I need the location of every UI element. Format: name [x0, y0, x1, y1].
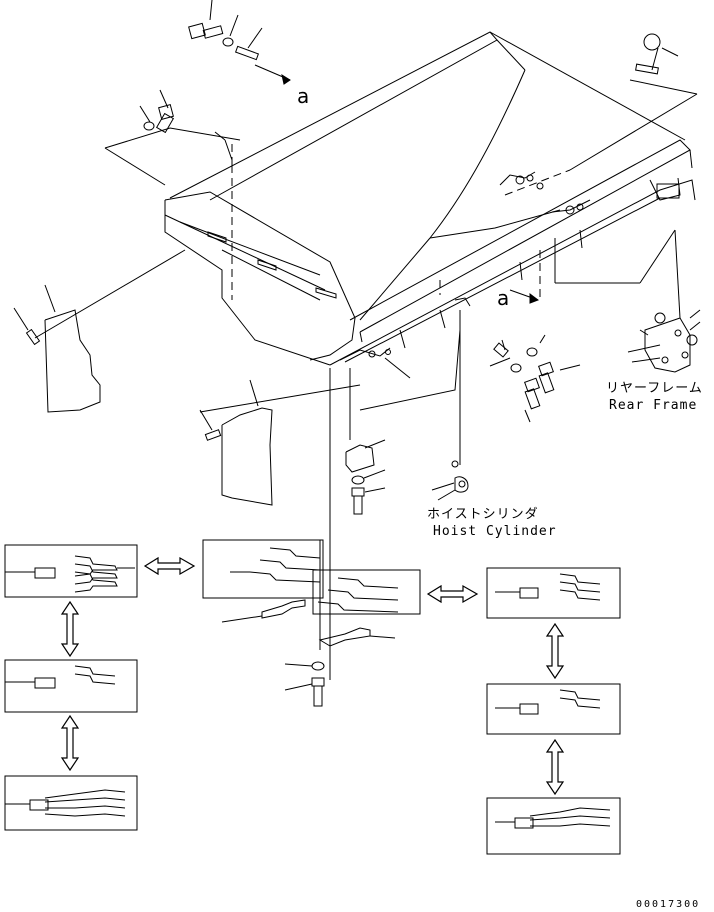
dump-body	[164, 31, 696, 366]
loose-shims	[221, 599, 396, 707]
arrow-a-mid	[509, 289, 540, 304]
side-panel-middle	[199, 379, 273, 506]
drawing-number: 00017300	[636, 899, 701, 910]
reference-mark-a-mid: a	[497, 286, 510, 310]
pin-top-right	[635, 33, 679, 75]
rear-frame-label-en: Rear Frame	[609, 398, 698, 413]
side-panel-left	[13, 284, 101, 413]
hoist-cylinder-label-jp: ホイストシリンダ	[427, 507, 539, 522]
reference-mark-a-top: a	[297, 84, 310, 108]
detail-boxes	[4, 539, 621, 855]
bolt-set-right	[489, 334, 581, 423]
shim-stacks	[5, 547, 611, 829]
pin-mid	[214, 131, 233, 161]
bolt-set-left	[139, 89, 175, 134]
leader-lines	[34, 79, 698, 680]
transition-arrows	[60, 556, 565, 796]
hoist-cylinder-label-en: Hoist Cylinder	[433, 524, 557, 539]
center-lines	[231, 140, 571, 300]
rear-frame-label-jp: リヤーフレーム	[606, 381, 703, 396]
hoist-cylinder-mount	[431, 460, 469, 501]
rear-frame-bracket	[627, 309, 701, 373]
bolt-set-top	[188, 0, 291, 85]
bracket-assembly	[345, 439, 386, 515]
